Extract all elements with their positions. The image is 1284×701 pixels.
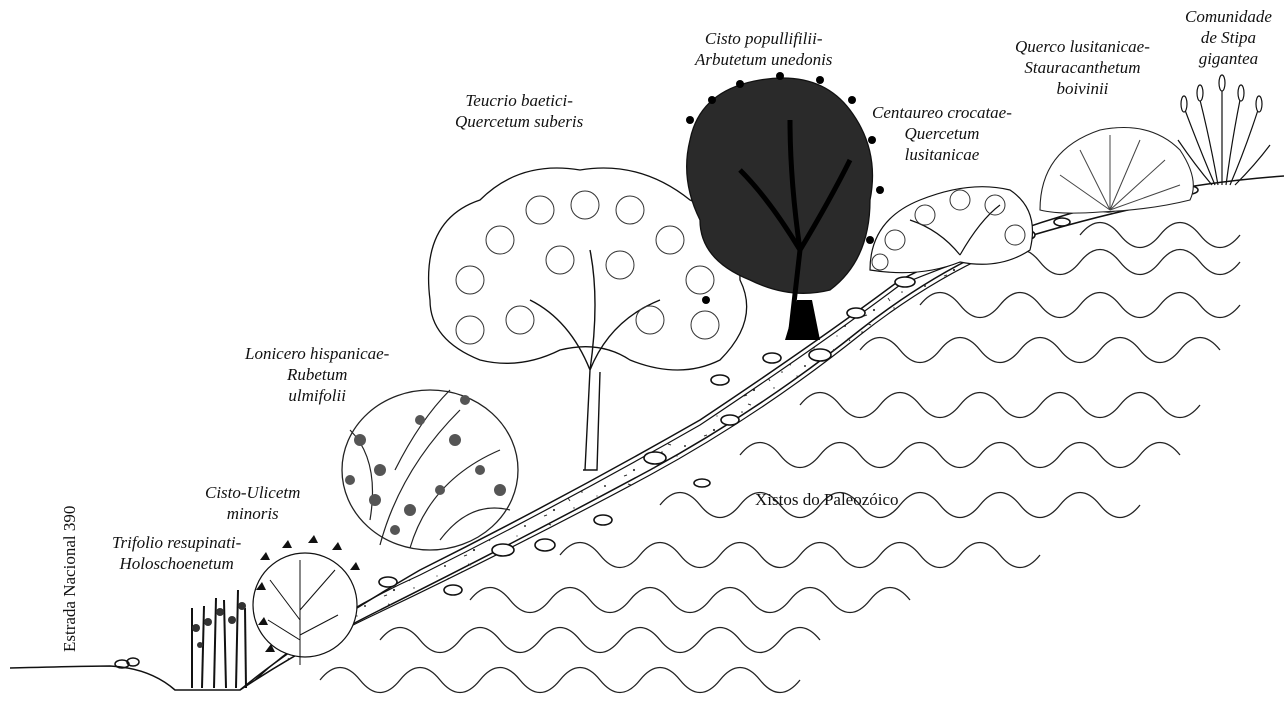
label-lonicero: Lonicero hispanicae- Rubetum ulmifolii	[245, 343, 389, 406]
label-centaureo: Centaureo crocatae- Quercetum lusitanica…	[872, 102, 1012, 165]
label-teucrio: Teucrio baetici- Quercetum suberis	[455, 90, 583, 132]
label-cisto-ulicetum: Cisto-Ulicetm minoris	[205, 482, 300, 524]
bramble-illustration	[342, 390, 518, 550]
label-stipa: Comunidade de Stipa gigantea	[1185, 6, 1272, 69]
substrate-label: Xistos do Paleozóico	[755, 490, 899, 510]
road-label: Estrada Nacional 390	[60, 506, 80, 652]
label-trifolio: Trifolio resupinati- Holoschoenetum	[112, 532, 241, 574]
label-querco: Querco lusitanicae- Stauracanthetum boiv…	[1015, 36, 1150, 99]
label-cisto-arbutetum: Cisto popullifilii- Arbutetum unedonis	[695, 28, 832, 70]
reeds-illustration	[192, 590, 246, 688]
lusitanian-oak-illustration	[870, 187, 1033, 273]
stipa-grass-illustration	[1178, 75, 1270, 185]
cistus-shrub-illustration	[253, 535, 360, 665]
heath-shrub-illustration	[1040, 128, 1193, 214]
